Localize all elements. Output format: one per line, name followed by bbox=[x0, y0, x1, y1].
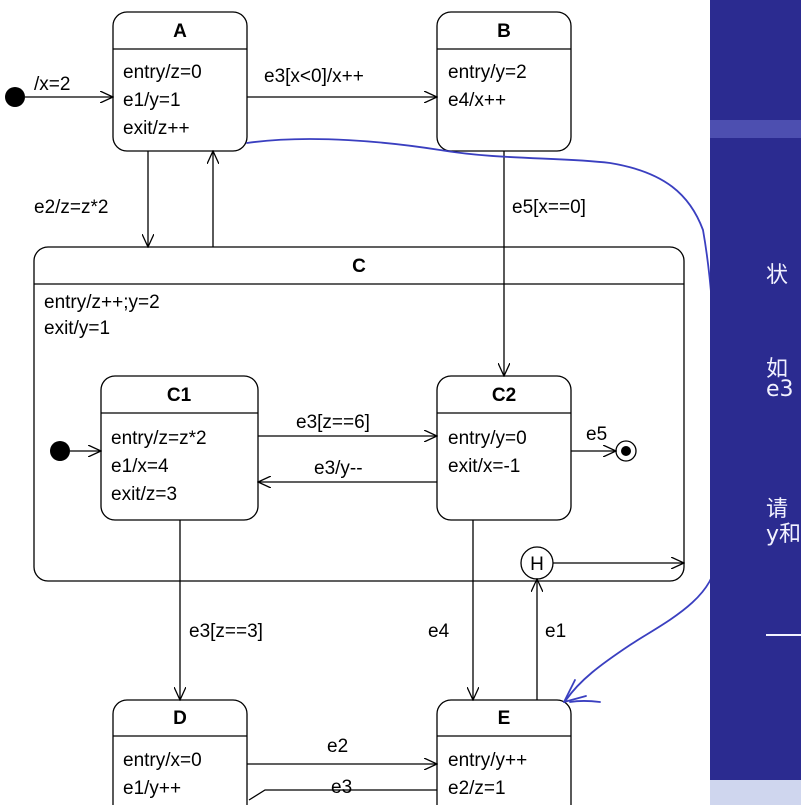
label-c1-d: e3[z==3] bbox=[189, 621, 263, 642]
side-panel-text: 请 bbox=[766, 497, 789, 522]
state-c-name: C bbox=[352, 256, 366, 277]
state-d-action: entry/x=0 bbox=[123, 750, 202, 771]
pen-annotation bbox=[246, 138, 718, 703]
side-panel-divider bbox=[710, 120, 801, 138]
state-e: E entry/y++ e2/z=1 bbox=[436, 699, 572, 805]
state-c2-action: entry/y=0 bbox=[448, 428, 527, 449]
state-c1-action: exit/z=3 bbox=[111, 484, 177, 505]
side-panel-text: e3 bbox=[766, 377, 794, 402]
side-panel-text: 状 bbox=[766, 263, 789, 288]
side-panel-text: y和 bbox=[766, 522, 801, 547]
state-c-action: entry/z++;y=2 bbox=[44, 292, 160, 313]
side-panel-header bbox=[710, 0, 801, 120]
state-d-name: D bbox=[173, 708, 187, 729]
state-b-name: B bbox=[497, 21, 511, 42]
state-c2-name: C2 bbox=[492, 385, 516, 406]
transition-e-d-2 bbox=[248, 789, 437, 801]
state-b-action: entry/y=2 bbox=[448, 62, 527, 83]
state-e-action: e2/z=1 bbox=[448, 778, 506, 799]
label-a-b: e3[x<0]/x++ bbox=[264, 66, 364, 87]
transitions bbox=[25, 97, 684, 801]
state-a-action: e1/y=1 bbox=[123, 90, 181, 111]
label-c2-final: e5 bbox=[586, 424, 607, 445]
side-panel: 状 如 e3 请 y和 bbox=[710, 0, 801, 805]
history-state-label: H bbox=[530, 554, 544, 575]
label-e-h: e1 bbox=[545, 621, 566, 642]
state-b-action: e4/x++ bbox=[448, 90, 506, 111]
side-panel-footer bbox=[710, 780, 801, 805]
history-state: H bbox=[520, 546, 554, 580]
side-panel-text: 如 bbox=[766, 357, 789, 382]
label-d-e-2: e3 bbox=[331, 777, 352, 798]
state-a: A entry/z=0 e1/y=1 exit/z++ bbox=[112, 11, 248, 152]
state-a-action: exit/z++ bbox=[123, 118, 190, 139]
label-c2-e: e4 bbox=[428, 621, 450, 642]
state-c1-action: e1/x=4 bbox=[111, 456, 169, 477]
state-a-name: A bbox=[173, 21, 187, 42]
state-c1: C1 entry/z=z*2 e1/x=4 exit/z=3 bbox=[100, 375, 259, 521]
side-panel-rule bbox=[766, 634, 801, 636]
state-b: B entry/y=2 e4/x++ bbox=[436, 11, 572, 152]
state-d-action: e1/y++ bbox=[123, 778, 181, 799]
state-e-name: E bbox=[498, 708, 511, 729]
label-c2-c1: e3/y-- bbox=[314, 458, 363, 479]
state-c2-action: exit/x=-1 bbox=[448, 456, 520, 477]
initial-pseudostate bbox=[5, 87, 25, 107]
state-c2: C2 entry/y=0 exit/x=-1 bbox=[436, 375, 572, 521]
label-c1-c2: e3[z==6] bbox=[296, 412, 370, 433]
label-init-a: /x=2 bbox=[34, 74, 70, 95]
initial-pseudostate-c bbox=[50, 441, 70, 461]
state-d: D entry/x=0 e1/y++ bbox=[112, 699, 248, 805]
state-a-action: entry/z=0 bbox=[123, 62, 202, 83]
state-e-action: entry/y++ bbox=[448, 750, 527, 771]
label-b-c2: e5[x==0] bbox=[512, 197, 586, 218]
label-d-e-1: e2 bbox=[327, 736, 348, 757]
state-c-action: exit/y=1 bbox=[44, 318, 110, 339]
label-a-c: e2/z=z*2 bbox=[34, 197, 108, 218]
final-state bbox=[615, 440, 637, 462]
state-c1-name: C1 bbox=[167, 385, 192, 406]
state-c1-action: entry/z=z*2 bbox=[111, 428, 207, 449]
